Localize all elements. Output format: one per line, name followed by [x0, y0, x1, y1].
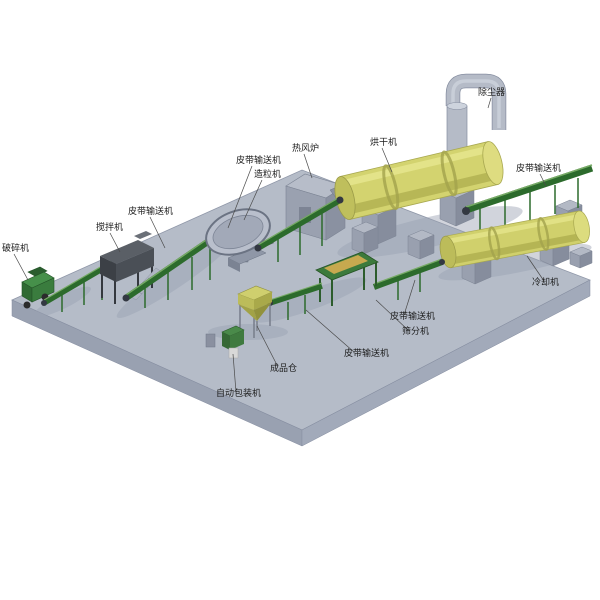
label-belt-conveyor-2: 皮带输送机: [236, 154, 281, 166]
leader-screener: [375, 299, 409, 331]
label-belt-conveyor-5: 皮带输送机: [344, 347, 389, 359]
leader-belt-1: [149, 216, 166, 249]
label-granulator: 造粒机: [254, 168, 281, 180]
label-crusher: 破碎机: [2, 242, 29, 254]
label-hot-air-furnace: 热风炉: [292, 142, 319, 154]
leader-furnace: [303, 153, 313, 179]
packing-machine: [205, 325, 245, 359]
screening-machine: [315, 251, 379, 306]
ground-shadows: [33, 206, 592, 340]
belt-conveyor-cooler-screen: [372, 258, 445, 300]
leader-mixer: [109, 232, 121, 253]
belt-conveyor-topright: [462, 164, 594, 232]
label-belt-conveyor-3: 皮带输送机: [516, 162, 561, 174]
leader-belt-4: [403, 279, 416, 316]
leader-crusher: [13, 253, 29, 281]
crusher: [21, 266, 55, 309]
platform-slab: [11, 169, 591, 447]
rotary-dryer: [334, 141, 504, 220]
belt-conveyor-3: [254, 196, 344, 262]
labels-layer: 破碎机 搅拌机 皮带输送机 皮带输送机 造粒机 热风炉 烘干机 除尘器 皮带输送…: [2, 86, 561, 399]
leader-product-silo: [256, 325, 279, 368]
leader-granulator: [243, 179, 263, 221]
rotary-cooler: [439, 210, 590, 269]
label-belt-conveyor-1: 皮带输送机: [128, 205, 173, 217]
leader-belt-topright: [539, 173, 547, 187]
hot-air-furnace: [285, 173, 346, 241]
belt-conveyor-screen-silo: [267, 282, 323, 320]
label-cooler: 冷却机: [532, 276, 559, 288]
product-silo: [237, 285, 273, 338]
label-mixer: 搅拌机: [96, 221, 123, 233]
label-packing-machine: 自动包装机: [216, 387, 261, 399]
leader-belt-2: [227, 165, 253, 229]
label-product-silo: 成品仓: [270, 362, 297, 374]
leader-cooler: [526, 255, 545, 282]
label-belt-conveyor-4: 皮带输送机: [390, 310, 435, 322]
leader-dust-collector: [487, 97, 492, 109]
label-dryer: 烘干机: [370, 136, 397, 148]
label-screener: 筛分机: [402, 325, 429, 337]
leader-packing: [232, 353, 237, 393]
disc-granulator: [205, 208, 274, 272]
leader-dryer: [381, 147, 393, 173]
leader-belt-5: [305, 309, 355, 353]
label-dust-collector: 除尘器: [478, 86, 505, 98]
